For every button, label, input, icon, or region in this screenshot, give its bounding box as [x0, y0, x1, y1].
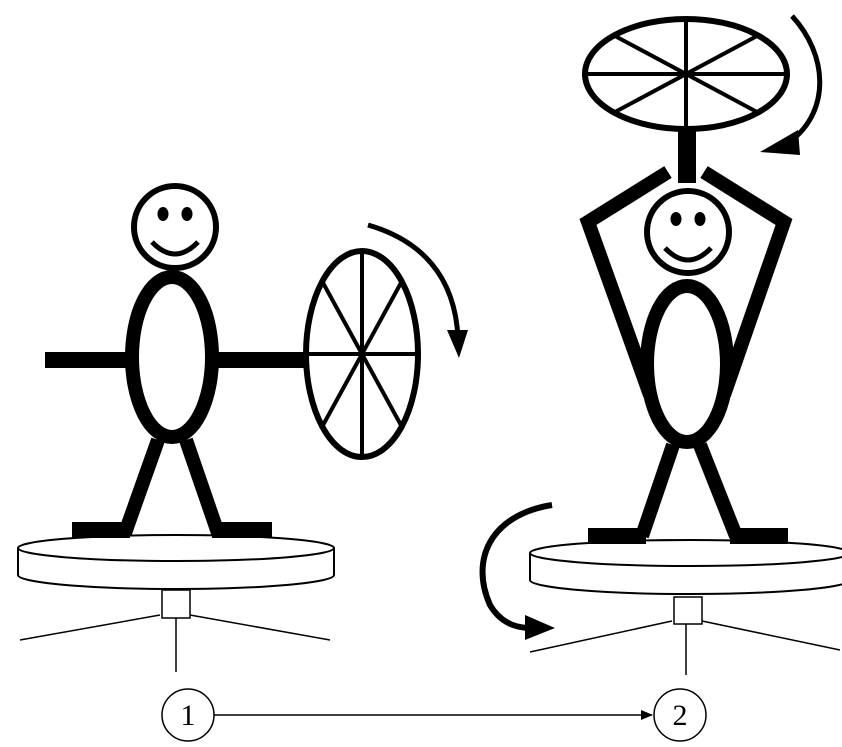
spinning-wheel-1 — [306, 251, 418, 457]
left-leg — [642, 445, 673, 536]
right-leg — [186, 440, 218, 533]
svg-text:2: 2 — [673, 699, 688, 732]
state-1-scene — [18, 186, 468, 672]
turntable-platform-2 — [530, 540, 842, 675]
spinning-wheel-2 — [585, 19, 787, 183]
left-foot — [588, 528, 646, 544]
body — [647, 286, 727, 442]
stick-figure-2 — [588, 172, 788, 544]
turntable-platform-1 — [18, 535, 334, 672]
left-leg — [125, 440, 158, 533]
head — [134, 186, 216, 268]
right-foot — [730, 528, 788, 544]
state-1-label: 1 — [162, 689, 214, 741]
svg-text:1: 1 — [181, 699, 196, 732]
right-foot — [212, 522, 272, 538]
left-foot — [72, 522, 130, 538]
body — [132, 277, 212, 437]
head — [647, 191, 729, 273]
right-leg — [700, 445, 736, 536]
stick-figure-1 — [45, 186, 305, 538]
state-2-label: 2 — [654, 689, 706, 741]
state-2-scene — [483, 16, 842, 675]
